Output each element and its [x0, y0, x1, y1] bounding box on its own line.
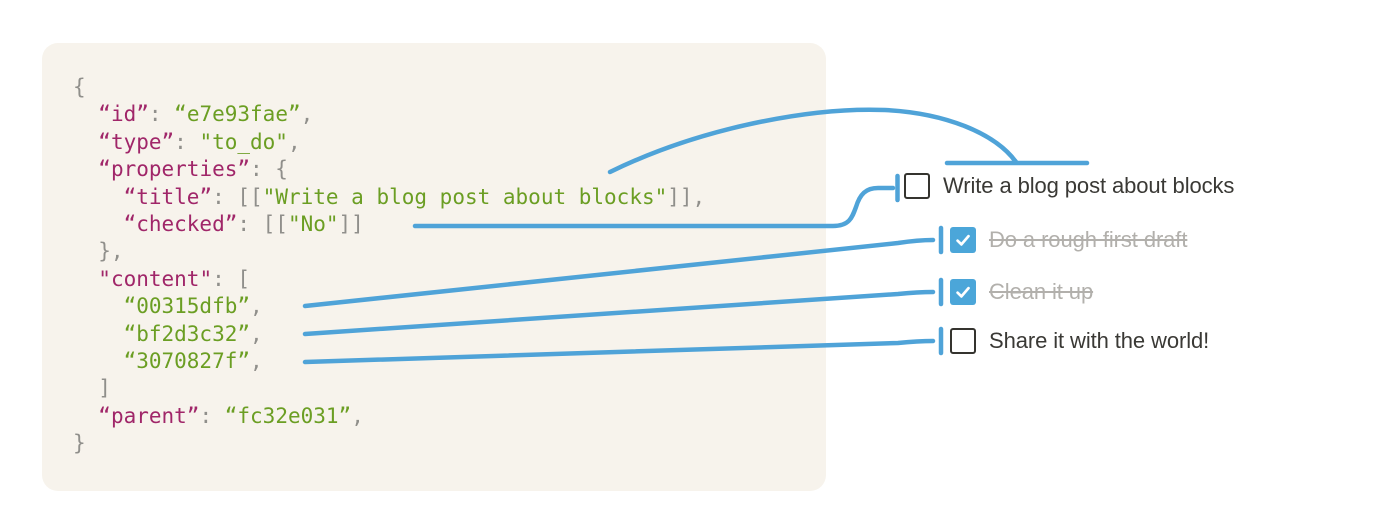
todo-checkbox-unchecked[interactable] — [904, 173, 930, 199]
code-line: “3070827f”, — [123, 349, 263, 374]
code-line: ] — [73, 376, 111, 401]
code-line: “parent”: “fc32e031”, — [98, 403, 364, 428]
code-line: “properties”: { — [98, 157, 288, 182]
code-line: { — [73, 75, 86, 99]
todo-item: Clean it up — [950, 278, 1093, 306]
todo-label: Share it with the world! — [989, 328, 1210, 353]
todo-item: Share it with the world! — [950, 327, 1209, 355]
code-line: “00315dfb”, — [123, 294, 263, 319]
todo-checkbox-unchecked[interactable] — [950, 328, 976, 354]
todo-label: Do a rough first draft — [989, 227, 1188, 252]
code-line: “id”: “e7e93fae”, — [98, 102, 314, 127]
todo-checkbox-checked[interactable] — [950, 279, 976, 305]
code-line: "content": [ — [98, 266, 251, 291]
todo-item: Write a blog post about blocks — [904, 172, 1234, 200]
code-line: } — [73, 431, 86, 456]
todo-label: Clean it up — [989, 279, 1094, 304]
code-line: “type”: "to_do", — [98, 129, 301, 154]
todo-label: Write a blog post about blocks — [943, 173, 1235, 198]
code-line: }, — [73, 239, 124, 264]
check-icon — [956, 234, 970, 246]
code-line: “checked”: [["No"]] — [123, 212, 364, 237]
code-line: “bf2d3c32”, — [123, 321, 263, 346]
todo-item: Do a rough first draft — [950, 226, 1187, 254]
check-icon — [956, 286, 970, 298]
todo-checkbox-checked[interactable] — [950, 227, 976, 253]
